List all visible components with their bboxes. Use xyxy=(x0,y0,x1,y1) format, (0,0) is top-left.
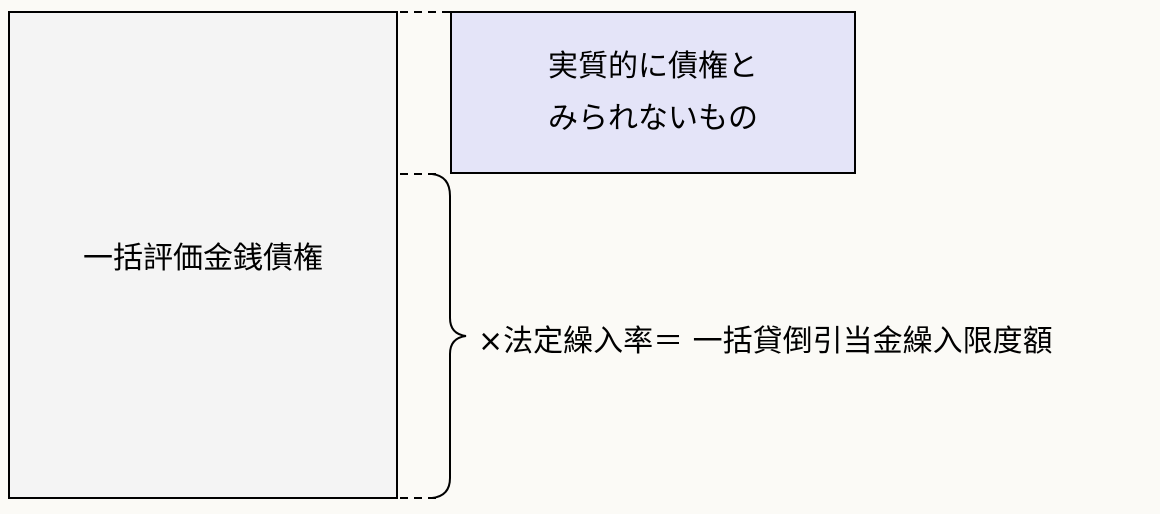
formula-text: ×法定繰入率＝ 一括貸倒引当金繰入限度額 xyxy=(478,324,1053,359)
excluded-label-line1: 実質的に債権と xyxy=(548,48,758,84)
receivables-box: 一括評価金銭債権 xyxy=(8,11,398,499)
curly-brace xyxy=(431,173,467,499)
receivables-label: 一括評価金銭債権 xyxy=(83,241,323,276)
excluded-label-line2: みられないもの xyxy=(548,100,758,136)
excluded-receivables-box: 実質的に債権と みられないもの xyxy=(450,11,856,174)
